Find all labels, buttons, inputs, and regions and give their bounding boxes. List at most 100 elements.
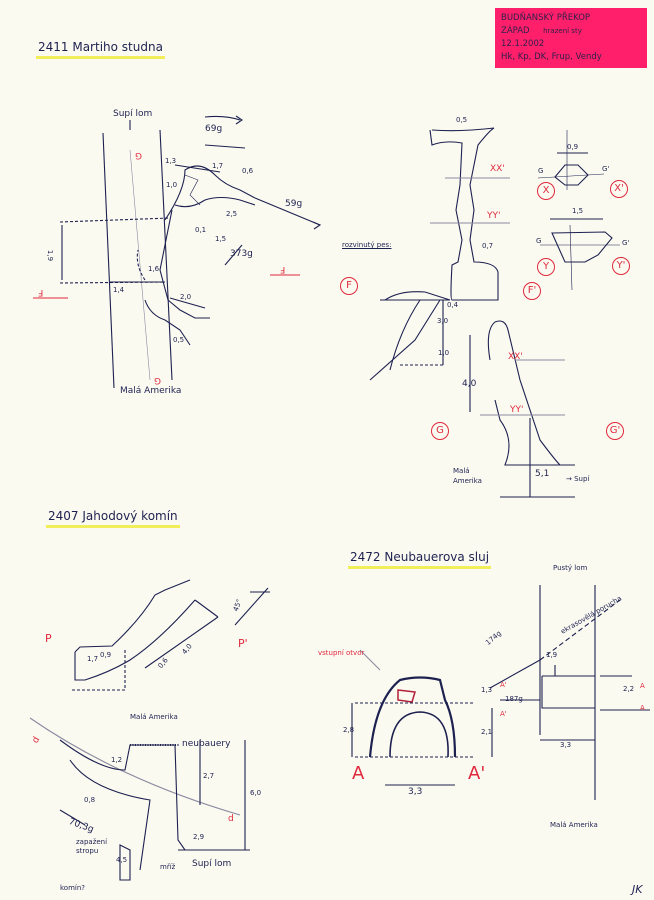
azimuth-label: 59g: [285, 199, 303, 209]
axis-label: G: [536, 237, 542, 245]
dimension-label: 1,3: [481, 686, 493, 694]
dimension-label: 0,8: [84, 796, 96, 804]
plan-marker-a: A: [640, 682, 645, 690]
section-marker-g: G: [135, 150, 142, 160]
section-circle-f: F: [340, 277, 358, 295]
neubauerova-title: 2472 Neubauerova sluj: [348, 550, 492, 569]
grate-label: mříž: [160, 863, 176, 871]
dimension-label: 2,2: [623, 685, 635, 693]
dimension-label: 1,4: [113, 286, 125, 294]
martiho-plan-drawing: [33, 115, 322, 389]
section-marker-f: F: [280, 264, 286, 274]
entrance-label: vstupní otvor: [318, 649, 365, 657]
dimension-label: 3,0: [437, 317, 449, 325]
neubauerova-section-drawing: [351, 649, 493, 786]
yy-marker: YY': [487, 211, 501, 221]
section-marker-d: d: [228, 814, 234, 824]
profile-note: rozvinutý pes:: [342, 241, 392, 249]
dimension-label: 1,5: [572, 207, 584, 215]
plan-marker-a-prime: A': [500, 681, 507, 689]
section-marker-f: F: [38, 287, 44, 297]
header-label: BUDŇANSKÝ PŘEKOP ZÁPAD hrazení sty 12.1.…: [495, 8, 647, 68]
dimension-label: 0,4: [447, 301, 459, 309]
cross-sections-drawing: [537, 130, 620, 291]
chimney-note: komín?: [60, 884, 86, 892]
dimension-label: 0,9: [100, 651, 112, 659]
dimension-label: 2,8: [343, 726, 355, 734]
plan-north-label: Pustý lom: [553, 564, 588, 572]
header-date: 12.1.2002: [501, 39, 545, 49]
section-circle-g-prime: G': [606, 422, 624, 440]
axis-label: G': [602, 165, 610, 173]
dimension-label: 1,3: [165, 157, 177, 165]
section-circle-y-prime: Y': [612, 257, 630, 275]
section-circle-y: Y: [537, 258, 555, 276]
dimension-label: 4,0: [462, 379, 477, 389]
dimension-label: 0,5: [456, 116, 468, 124]
profile-left-destination: Malá Amerika: [453, 467, 482, 485]
section-marker-p: P: [45, 632, 52, 645]
dimension-label: 1,7: [212, 162, 224, 170]
dimension-label: 4,5: [116, 856, 128, 864]
dimension-label: 2,9: [193, 833, 205, 841]
dimension-label: 3,3: [408, 787, 423, 797]
xx-marker: XX': [490, 164, 505, 174]
dimension-label: 1,9: [46, 249, 55, 262]
section-circle-x: X: [537, 182, 555, 200]
jahodovy-plan-drawing: [29, 717, 250, 881]
section-marker-a: A: [352, 763, 365, 784]
azimuth-label: 69g: [205, 124, 223, 134]
section-marker-p-prime: P': [238, 637, 248, 650]
neubauery-label: neubauery: [182, 739, 231, 749]
dimension-label: 1,9: [546, 651, 558, 659]
header-authors: Hk, Kp, DK, Frup, Vendy: [501, 52, 602, 62]
dimension-label: 1,2: [111, 756, 123, 764]
profile-right-destination: → Supí: [566, 475, 590, 483]
plan-marker-a: A: [640, 704, 645, 712]
header-title: BUDŇANSKÝ PŘEKOP: [501, 13, 591, 23]
section-circle-g: G: [431, 422, 449, 440]
dimension-label: 1,0: [166, 181, 178, 189]
dimension-label: 0,7: [482, 242, 494, 250]
dimension-label: 1,0: [438, 349, 450, 357]
dimension-label: 2,1: [481, 728, 493, 736]
azimuth-label: 373g: [230, 249, 253, 259]
axis-label: G: [538, 167, 544, 175]
dimension-label: 0,5: [173, 336, 185, 344]
dimension-label: 1,6: [148, 265, 160, 273]
dimension-label: 0,9: [567, 143, 579, 151]
xx-marker: XX': [508, 352, 523, 362]
section-circle-x-prime: X': [610, 180, 628, 198]
plan-north-label: Malá Amerika: [130, 713, 178, 721]
jahodovy-profile-drawing: [72, 579, 270, 691]
plan-north-label: Supí lom: [113, 109, 153, 119]
dimension-label: 3,3: [560, 741, 572, 749]
yy-marker: YY': [510, 405, 524, 415]
neubauerova-plan-drawing: [489, 585, 650, 800]
axis-label: G': [622, 239, 630, 247]
dimension-label: 5,1: [535, 469, 550, 479]
supi-lom-label: Supí lom: [192, 859, 232, 869]
ceiling-note: zapažení stropu: [76, 838, 108, 855]
dimension-label: 1,7: [87, 655, 99, 663]
dimension-label: 2,0: [180, 293, 192, 301]
dimension-label: 0,1: [195, 226, 207, 234]
plan-south-label: Malá Amerika: [550, 821, 598, 829]
martiho-profile-drawing: [369, 127, 575, 498]
dimension-label: 1,5: [215, 235, 227, 243]
plan-marker-a-prime: A': [500, 710, 507, 718]
jahodovy-title: 2407 Jahodový komín: [46, 509, 180, 528]
dimension-label: 2,5: [226, 210, 238, 218]
azimuth-label: 187g: [505, 695, 523, 703]
signature: JK: [632, 883, 643, 896]
plan-south-label: Malá Amerika: [120, 386, 182, 396]
header-note: hrazení sty: [543, 27, 582, 35]
section-marker-a-prime: A': [468, 763, 486, 784]
dimension-label: 2,7: [203, 772, 215, 780]
header-subtitle: ZÁPAD: [501, 26, 530, 36]
dimension-label: 0,6: [242, 167, 254, 175]
dimension-label: 6,0: [250, 789, 262, 797]
martiho-title: 2411 Martiho studna: [36, 40, 165, 59]
section-marker-g: G: [154, 375, 161, 385]
